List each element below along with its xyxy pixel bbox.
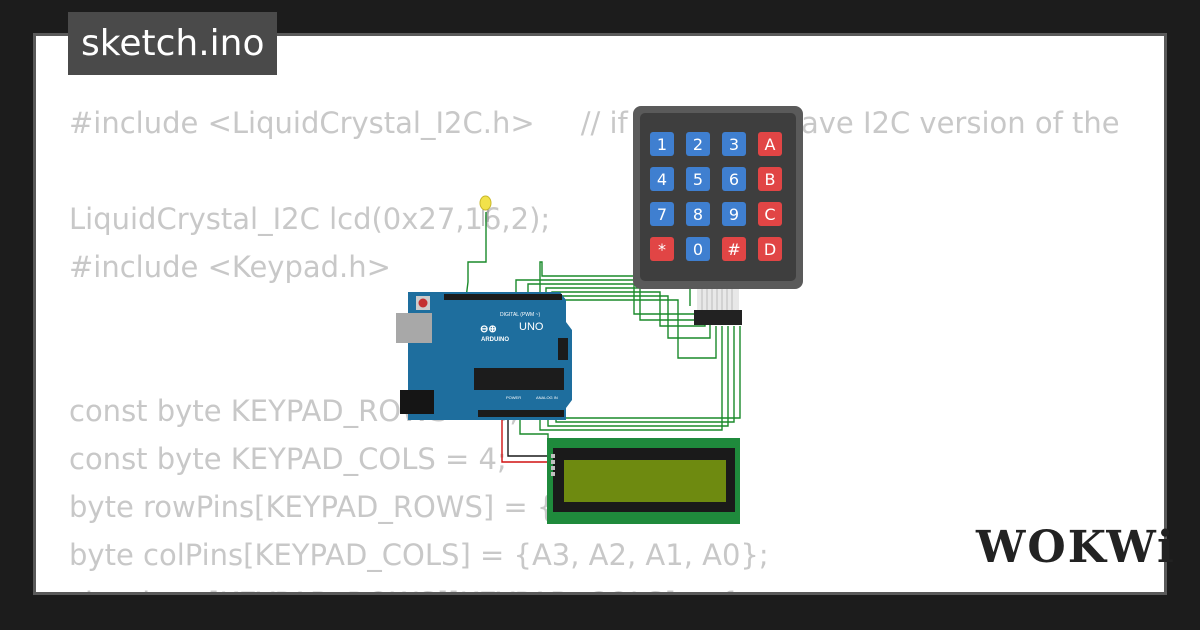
power-jack <box>400 390 434 414</box>
keypad-key-label: 0 <box>693 240 703 259</box>
keypad-key-label: B <box>765 170 776 189</box>
keypad-key-label: C <box>764 205 775 224</box>
keypad-key-5[interactable]: 5 <box>686 167 710 191</box>
power-label: POWER <box>506 395 521 400</box>
keypad-key-hash[interactable]: # <box>722 237 746 261</box>
wires <box>465 212 741 463</box>
keypad-key-1[interactable]: 1 <box>650 132 674 156</box>
keypad-key-2[interactable]: 2 <box>686 132 710 156</box>
keypad-key-label: 2 <box>693 135 703 154</box>
board-model: UNO <box>519 321 544 333</box>
code-line: char keys[KEYPAD_ROWS][KEYPAD_COLS] = { <box>69 586 737 592</box>
keypad-key-star[interactable]: * <box>650 237 674 261</box>
code-line: byte colPins[KEYPAD_COLS] = {A3, A2, A1,… <box>69 538 769 572</box>
keypad-key-label: 5 <box>693 170 703 189</box>
keypad-key-label: 6 <box>729 170 739 189</box>
keypad-key-8[interactable]: 8 <box>686 202 710 226</box>
arduino-uno[interactable]: DIGITAL (PWM ~) ⊖⊕ UNO ARDUINO POWER ANA… <box>396 292 572 420</box>
board-brand: ARDUINO <box>481 337 509 343</box>
keypad-key-label: 4 <box>657 170 667 189</box>
keypad-key-6[interactable]: 6 <box>722 167 746 191</box>
led[interactable] <box>479 195 492 226</box>
keypad-key-0[interactable]: 0 <box>686 237 710 261</box>
keypad-key-9[interactable]: 9 <box>722 202 746 226</box>
wokwi-logo: WOKWi <box>976 522 1176 573</box>
keypad-key-7[interactable]: 7 <box>650 202 674 226</box>
keypad-key-3[interactable]: 3 <box>722 132 746 156</box>
keypad-key-label: # <box>727 240 740 259</box>
code-line: #include <Keypad.h> <box>69 250 391 284</box>
keypad-key-label: 7 <box>657 205 667 224</box>
keypad-key-label: 9 <box>729 205 739 224</box>
svg-text:⊖⊕: ⊖⊕ <box>480 324 497 335</box>
usb-connector <box>396 313 432 343</box>
keypad-key-label: D <box>764 240 776 259</box>
keypad-key-label: 1 <box>657 135 667 154</box>
sketch-file-tab[interactable]: sketch.ino <box>68 12 278 75</box>
lcd-display[interactable] <box>547 438 740 524</box>
keypad-key-label: * <box>658 240 666 259</box>
code-line: const byte KEYPAD_COLS = 4; <box>69 442 507 476</box>
keypad-key-B[interactable]: B <box>758 167 782 191</box>
keypad-key-D[interactable]: D <box>758 237 782 261</box>
keypad-key-A[interactable]: A <box>758 132 782 156</box>
keypad[interactable]: 1 2 3 A 4 5 6 B 7 8 9 C * 0 # D <box>633 106 803 325</box>
keypad-key-4[interactable]: 4 <box>650 167 674 191</box>
analog-label: ANALOG IN <box>536 395 558 400</box>
digital-label: DIGITAL (PWM ~) <box>500 312 540 318</box>
code-line: LiquidCrystal_I2C lcd(0x27,16,2); <box>69 202 551 236</box>
keypad-key-label: 8 <box>693 205 703 224</box>
keypad-key-label: A <box>765 135 776 154</box>
keypad-key-C[interactable]: C <box>758 202 782 226</box>
reset-button <box>418 298 428 308</box>
microcontroller-chip <box>474 368 564 390</box>
keypad-key-label: 3 <box>729 135 739 154</box>
code-background: #include <LiquidCrystal_I2C.h> // if you… <box>36 36 1164 592</box>
